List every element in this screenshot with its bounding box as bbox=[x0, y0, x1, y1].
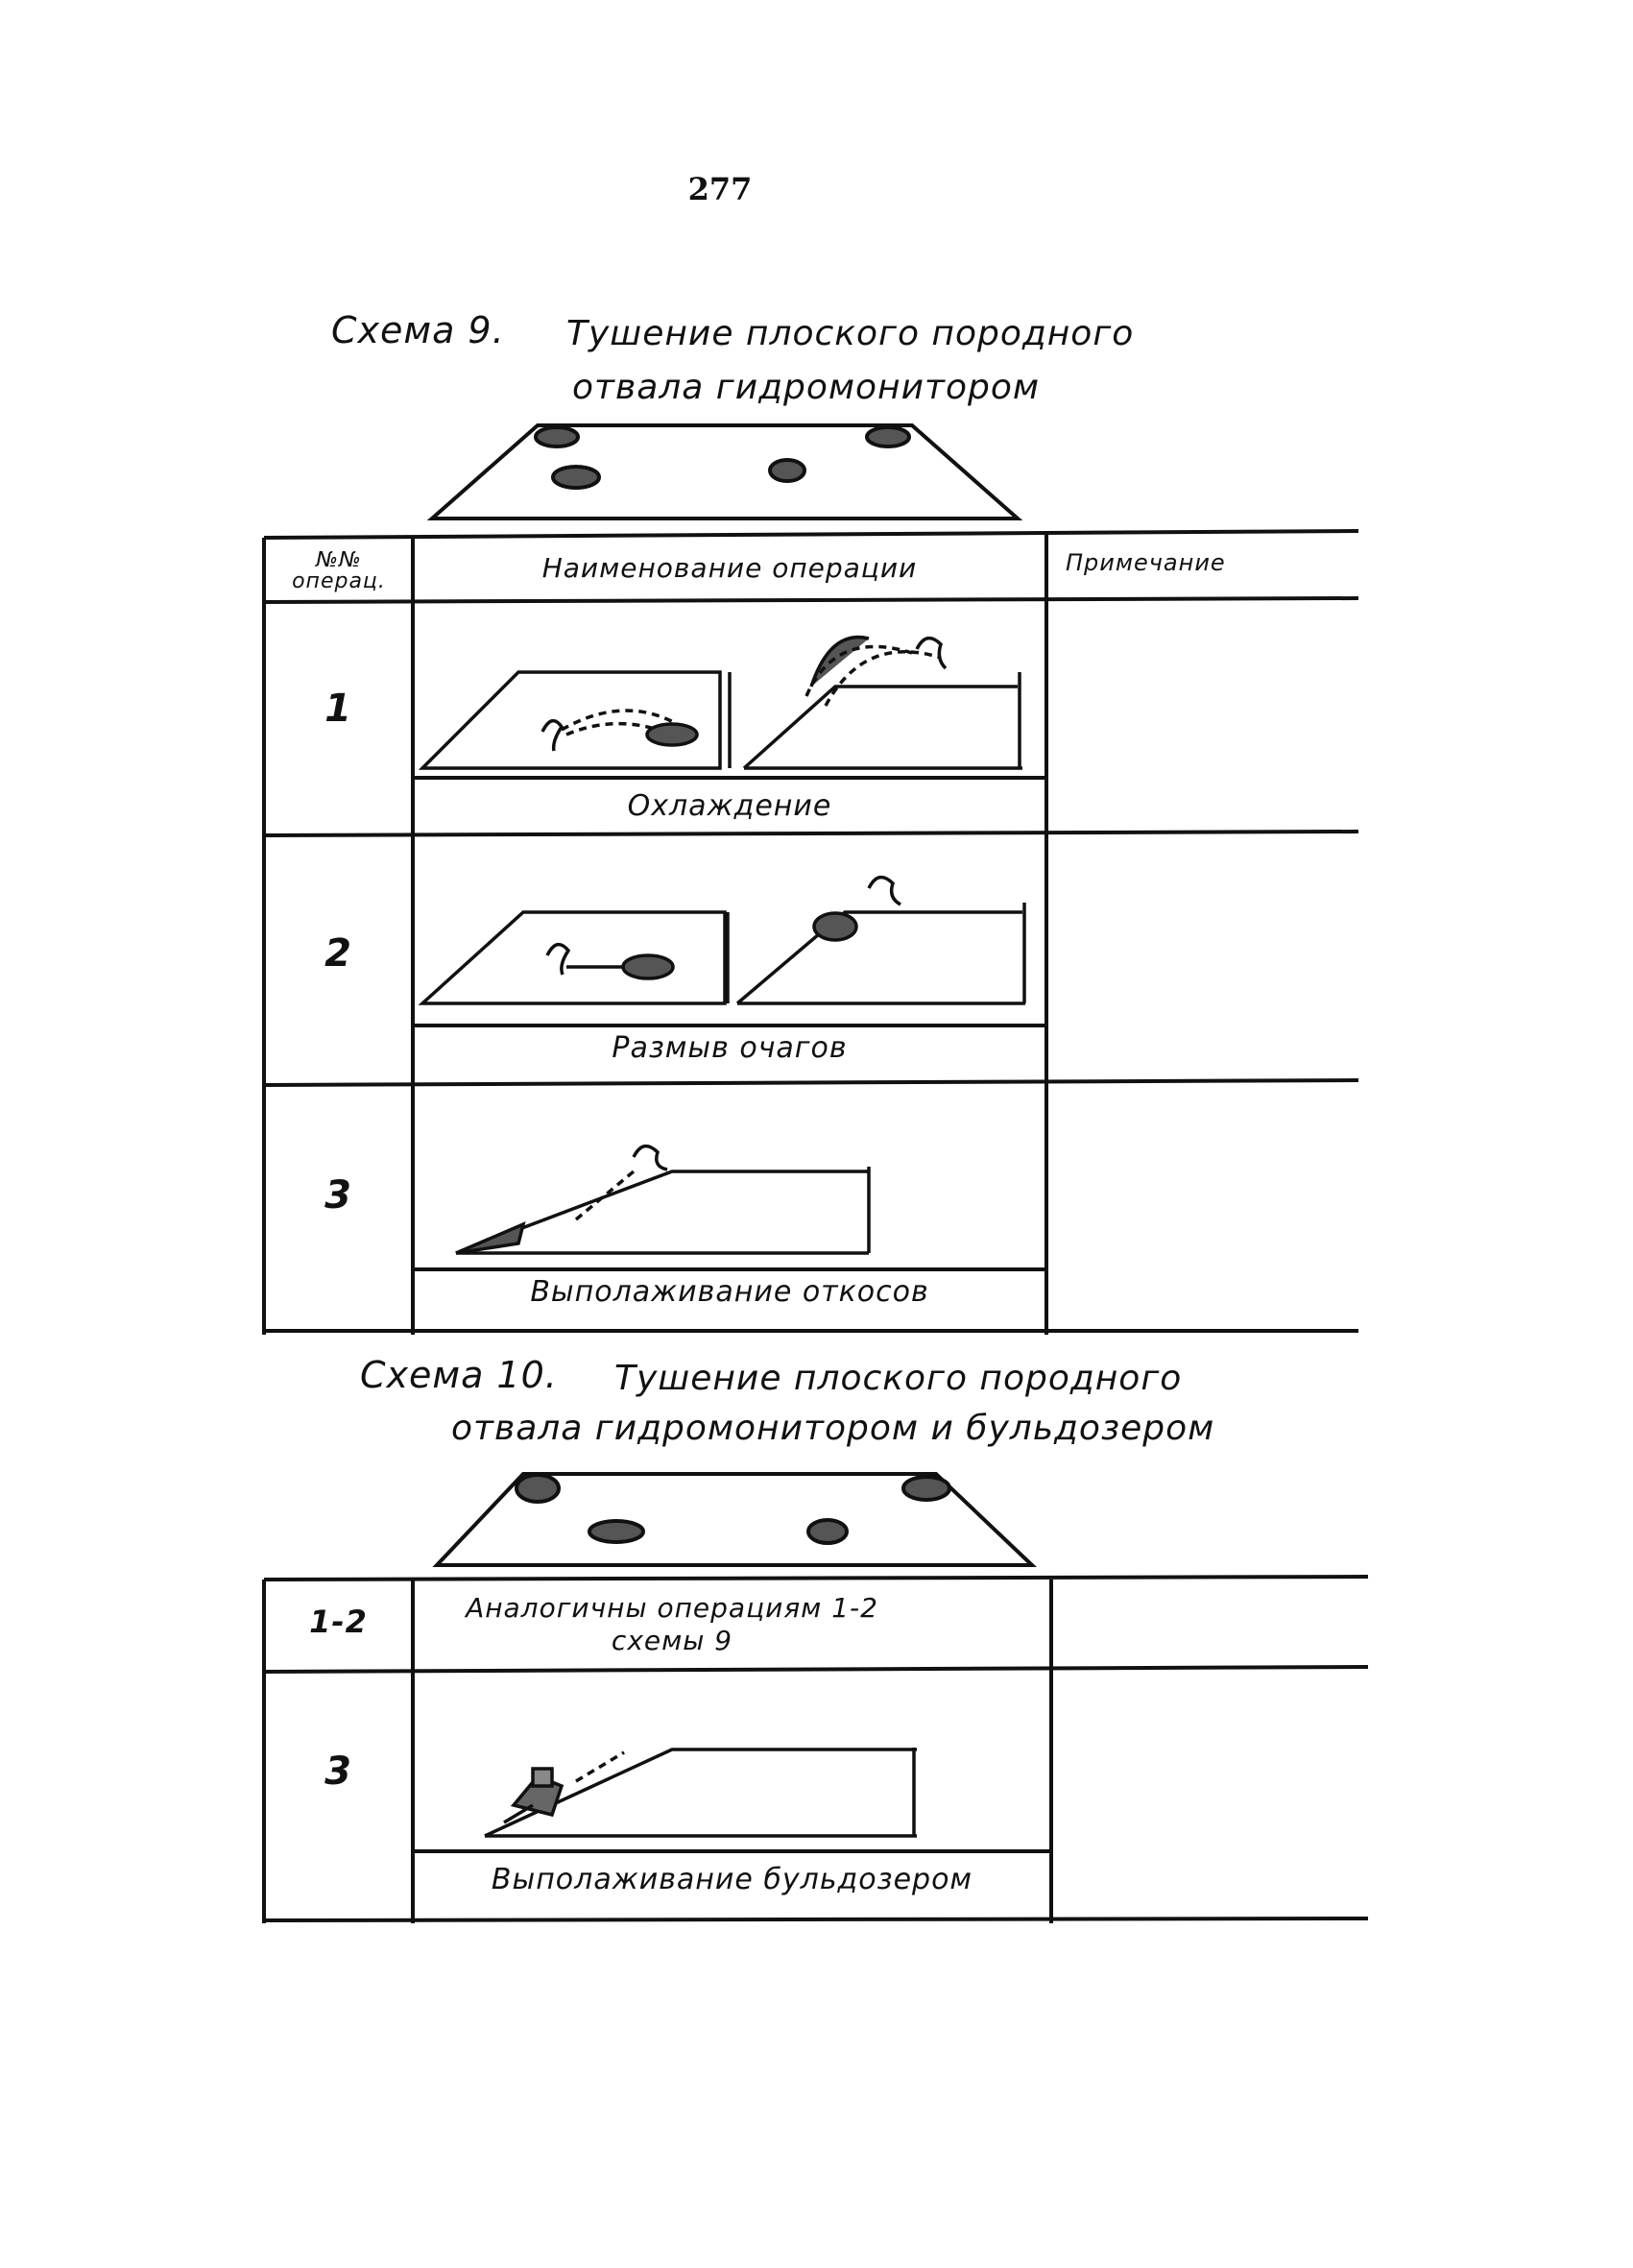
scheme-10-title-line-2: отвала гидромонитором и бульдозером bbox=[451, 1409, 1215, 1448]
header-note: Примечание bbox=[1066, 549, 1226, 576]
scheme-10-row-1-2-text-line-2: схемы 9 bbox=[611, 1625, 733, 1656]
row-2-number: 2 bbox=[324, 931, 352, 976]
scheme-10-label: Схема 10. bbox=[360, 1354, 558, 1396]
scheme-9-title-line-1: Тушение плоского породного bbox=[566, 314, 1135, 353]
row-3-caption: Выполаживание откосов bbox=[530, 1275, 929, 1309]
row-1-number: 1 bbox=[324, 687, 352, 731]
scheme-10-row-1-2-text-line-1: Аналогичны операциям 1-2 bbox=[466, 1592, 878, 1624]
header-operation-name: Наименование операции bbox=[541, 552, 918, 584]
scheme-9-label: Схема 9. bbox=[331, 309, 505, 351]
scheme-10-row-3-number: 3 bbox=[324, 1749, 352, 1794]
scheme-10-row-3-caption: Выполаживание бульдозером bbox=[491, 1863, 973, 1896]
scheme-10-row-1-2-number: 1-2 bbox=[309, 1604, 368, 1640]
row-3-number: 3 bbox=[324, 1173, 352, 1218]
row-1-caption: Охлаждение bbox=[627, 789, 832, 823]
row-2-caption: Размыв очагов bbox=[612, 1031, 848, 1065]
page-number: 277 bbox=[687, 171, 753, 207]
scheme-9-title-line-2: отвала гидромонитором bbox=[572, 368, 1041, 407]
scheme-10-title-line-1: Тушение плоского породного bbox=[614, 1359, 1183, 1398]
header-operation-number: №№ операц. bbox=[292, 548, 386, 593]
